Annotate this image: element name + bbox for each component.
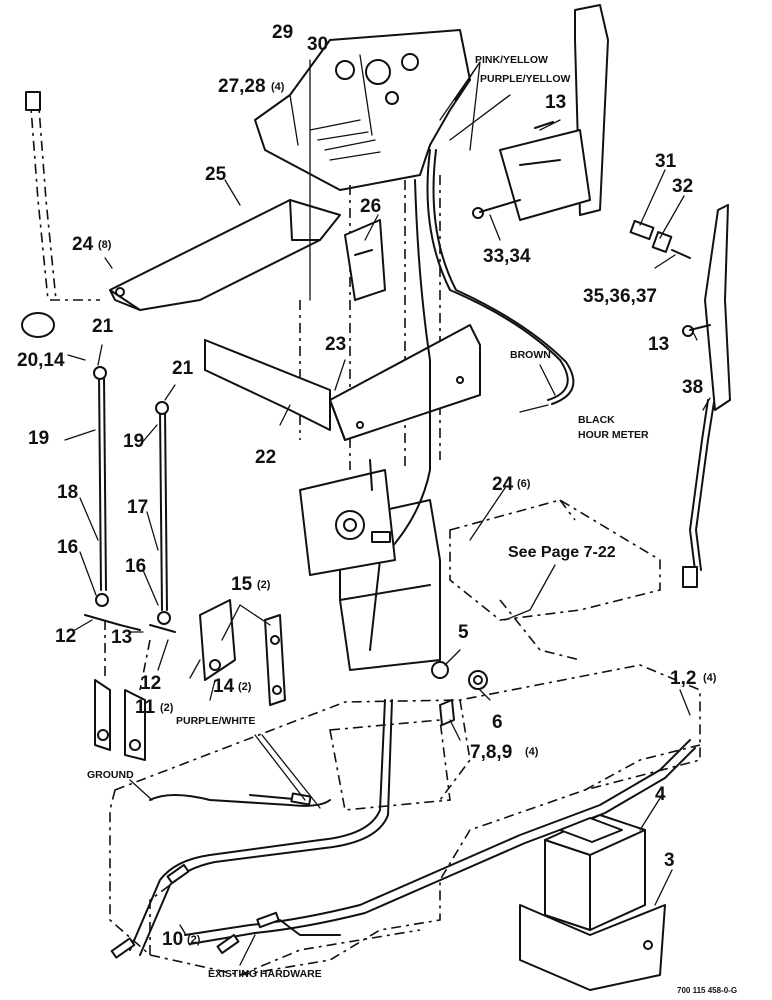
callout-38: 38 [682,377,703,398]
left-lever [21,91,100,338]
callout-16-right: 16 [125,556,146,577]
box-4 [544,814,646,931]
note-hour-meter: HOUR METER [578,429,649,441]
callout-24-b: 24 [492,474,514,495]
note-purple-yellow: PURPLE/YELLOW [480,73,571,85]
panel-23 [329,324,481,441]
callout-6: 6 [492,712,503,733]
link-plate-14-15 [199,599,286,706]
note-brown: BROWN [510,349,551,361]
callout-1-2-qty: (4) [703,672,717,684]
plate-7-8-9 [329,670,488,811]
callout-11: 11 [135,697,156,718]
callout-27-28-qty: (4) [271,81,285,93]
callout-19-left: 19 [28,428,49,449]
callout-11-qty: (2) [160,702,174,714]
drawing-number: 700 115 458-0-G [677,986,737,995]
callout-13-right: 13 [648,334,669,355]
callout-32: 32 [672,176,693,197]
lever-38 [682,204,731,588]
callout-4: 4 [655,784,666,805]
callout-13-left: 13 [111,627,132,648]
callout-19-right: 19 [123,431,144,452]
note-see-page: See Page 7-22 [508,544,616,561]
callout-12-right: 12 [140,673,161,694]
note-black: BLACK [578,414,615,426]
callout-25: 25 [205,164,227,185]
callout-14: 14 [213,676,235,697]
switch-assembly [299,459,396,576]
wire-harness [110,699,696,959]
hour-meter-wire [369,149,575,651]
notes: PINK/YELLOW PURPLE/YELLOW BROWN BLACK HO… [87,54,737,995]
callout-21-left: 21 [92,316,114,337]
rod-17 [155,401,171,625]
note-existing-hardware: EXISTING HARDWARE [208,968,322,980]
callout-labels: 29 30 27,28 (4) 25 26 24 (8) 23 22 13 31… [17,22,717,950]
bracket-3 [519,904,666,991]
callout-7-8-9: 7,8,9 [470,742,512,763]
callout-10-qty: (2) [187,934,201,946]
callout-22: 22 [255,447,276,468]
panel-25 [109,199,341,311]
callout-21-right: 21 [172,358,194,379]
callout-5: 5 [458,622,469,643]
callout-12-left: 12 [55,626,76,647]
callout-31: 31 [655,151,677,172]
panel-22 [204,339,331,431]
lower-left-linkage [84,614,176,761]
callout-7-8-9-qty: (4) [525,746,539,758]
base-platform [109,664,701,976]
right-bracket-assembly [449,499,661,661]
callout-35-36-37: 35,36,37 [583,286,657,307]
callout-29: 29 [272,22,293,43]
callout-30: 30 [307,34,328,55]
rod-18 [93,366,109,607]
callout-27-28: 27,28 [218,76,266,97]
top-right-lever [472,4,691,259]
callout-13-top: 13 [545,92,566,113]
callout-24-b-qty: (6) [517,478,531,490]
callout-26: 26 [360,196,381,217]
callout-15-qty: (2) [257,579,271,591]
callout-15: 15 [231,574,253,595]
note-purple-white: PURPLE/WHITE [176,715,255,727]
callout-3: 3 [664,850,675,871]
leader-lines [64,54,711,966]
callout-14-qty: (2) [238,681,252,693]
bracket-26 [344,219,386,301]
note-ground: GROUND [87,769,134,781]
callout-16-left: 16 [57,537,78,558]
callout-18: 18 [57,482,78,503]
callout-24-a: 24 [72,234,94,255]
note-pink-yellow: PINK/YELLOW [475,54,548,66]
callout-24-a-qty: (8) [98,239,112,251]
callout-17: 17 [127,497,148,518]
callout-1-2: 1,2 [670,668,696,689]
callout-10: 10 [162,929,183,950]
callout-33-34: 33,34 [483,246,531,267]
callout-20-14: 20,14 [17,350,65,371]
callout-23: 23 [325,334,346,355]
